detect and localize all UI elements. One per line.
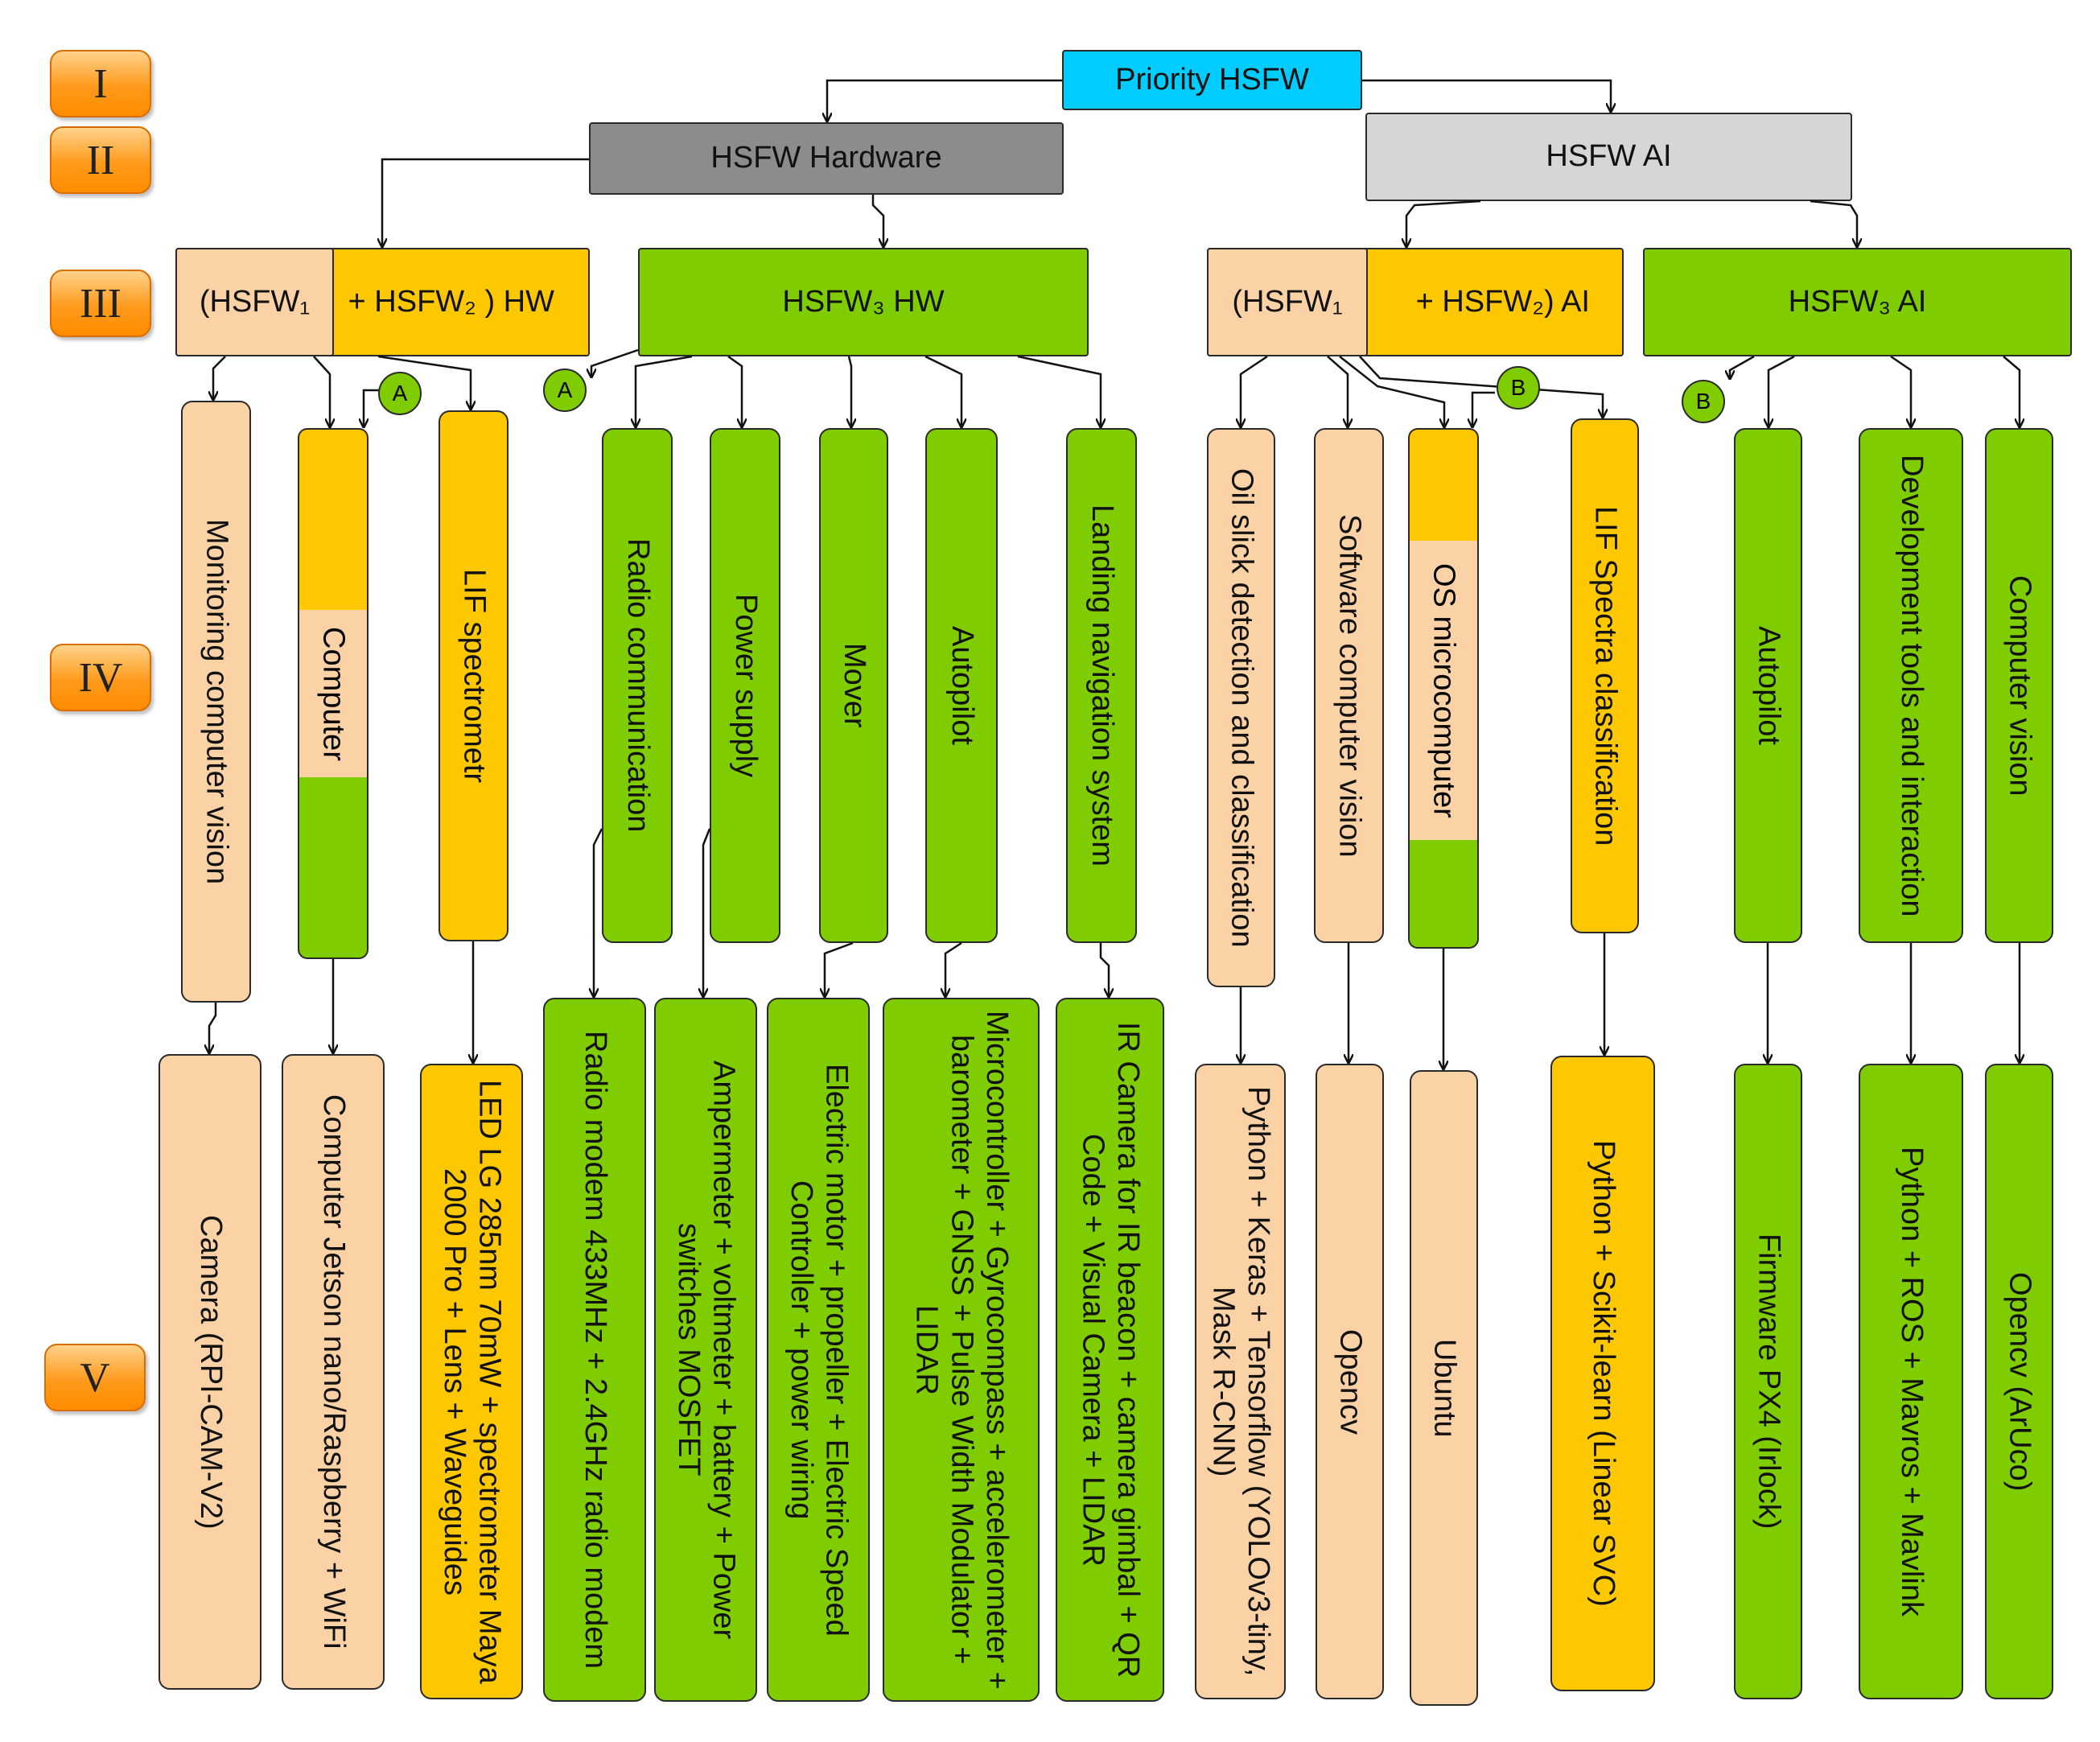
radio-communication-node: Radio communication: [602, 428, 673, 943]
monitoring-cv-node: Monitoring computer vision: [181, 401, 251, 1003]
microcontroller-node: Microcontroller + Gyrocompass + accelero…: [883, 998, 1040, 1702]
hsfw-hardware-node: HSFW Hardware: [589, 122, 1064, 195]
level-badge-1: I: [50, 50, 151, 117]
os-microcomputer-bottom: [1408, 840, 1479, 949]
hsfw3-hw-node: HSFW₃ HW: [638, 248, 1089, 356]
jetson-node: Computer Jetson nano/Raspberry + WiFi: [282, 1054, 385, 1690]
autopilot-ai-node: Autopilot: [1734, 428, 1802, 943]
mover-node: Mover: [819, 428, 888, 943]
marker-b-1: B: [1497, 366, 1540, 410]
development-tools-node: Development tools and interaction: [1859, 428, 1963, 943]
computer-node-top: [298, 428, 369, 610]
oil-slick-detection-node: Oil slick detection and classification: [1207, 428, 1275, 987]
python-scikit-node: Python + Scikit-learn (Linear SVC): [1550, 1056, 1655, 1691]
electric-motor-node: Electric motor + propeller + Electric Sp…: [767, 998, 870, 1702]
marker-a-1: A: [378, 372, 422, 415]
opencv-aruco-node: Opencv (ArUco): [1985, 1064, 2053, 1699]
python-keras-node: Python + Keras + Tensorflow (YOLOv3-tiny…: [1195, 1064, 1286, 1699]
opencv-node: Opencv: [1316, 1064, 1384, 1699]
marker-b-2: B: [1682, 380, 1725, 423]
level-badge-4: IV: [50, 644, 151, 711]
hsfw12-hw-node-part: (HSFW₁: [175, 248, 334, 356]
computer-node-bottom: [298, 777, 369, 959]
python-ros-node: Python + ROS + Mavros + Mavlink: [1859, 1064, 1963, 1699]
autopilot-hw-node: Autopilot: [925, 428, 998, 943]
computer-node: Computer: [298, 610, 369, 777]
os-microcomputer-top: [1408, 428, 1479, 541]
lif-spectra-classification-node: LIF Spectra classification: [1571, 418, 1639, 933]
hsfw12-ai-node-part: (HSFW₁: [1207, 248, 1368, 356]
priority-hsfw-node: Priority HSFW: [1062, 50, 1362, 110]
ubuntu-node: Ubuntu: [1410, 1070, 1478, 1706]
landing-navigation-node: Landing navigation system: [1066, 428, 1137, 943]
power-supply-node: Power supply: [710, 428, 780, 943]
level-badge-3: III: [50, 270, 151, 337]
lif-spectrometr-node: LIF spectrometr: [439, 410, 509, 941]
os-microcomputer-node: OS microcomputer: [1408, 541, 1479, 840]
firmware-px4-node: Firmware PX4 (Irlock): [1734, 1064, 1802, 1699]
computer-vision-node: Computer vision: [1985, 428, 2053, 943]
level-badge-2: II: [50, 126, 151, 194]
marker-a-2: A: [543, 369, 587, 412]
ir-camera-node: IR Camera for IR beacon + camera gimbal …: [1056, 998, 1164, 1702]
ampermeter-node: Ampermeter + voltmeter + battery + Power…: [654, 998, 757, 1702]
software-cv-node: Software computer vision: [1314, 428, 1384, 943]
hsfw-ai-node: HSFW AI: [1365, 113, 1852, 201]
hsfw3-ai-node: HSFW₃ AI: [1643, 248, 2072, 356]
level-badge-5: V: [44, 1344, 146, 1411]
camera-node: Camera (RPI-CAM-V2): [159, 1054, 261, 1690]
radio-modem-node: Radio modem 433MHz + 2.4GHz radio modem: [543, 998, 646, 1702]
led-spectrometer-node: LED LG 285nm 70mW + spectrometer Maya 20…: [420, 1064, 523, 1699]
